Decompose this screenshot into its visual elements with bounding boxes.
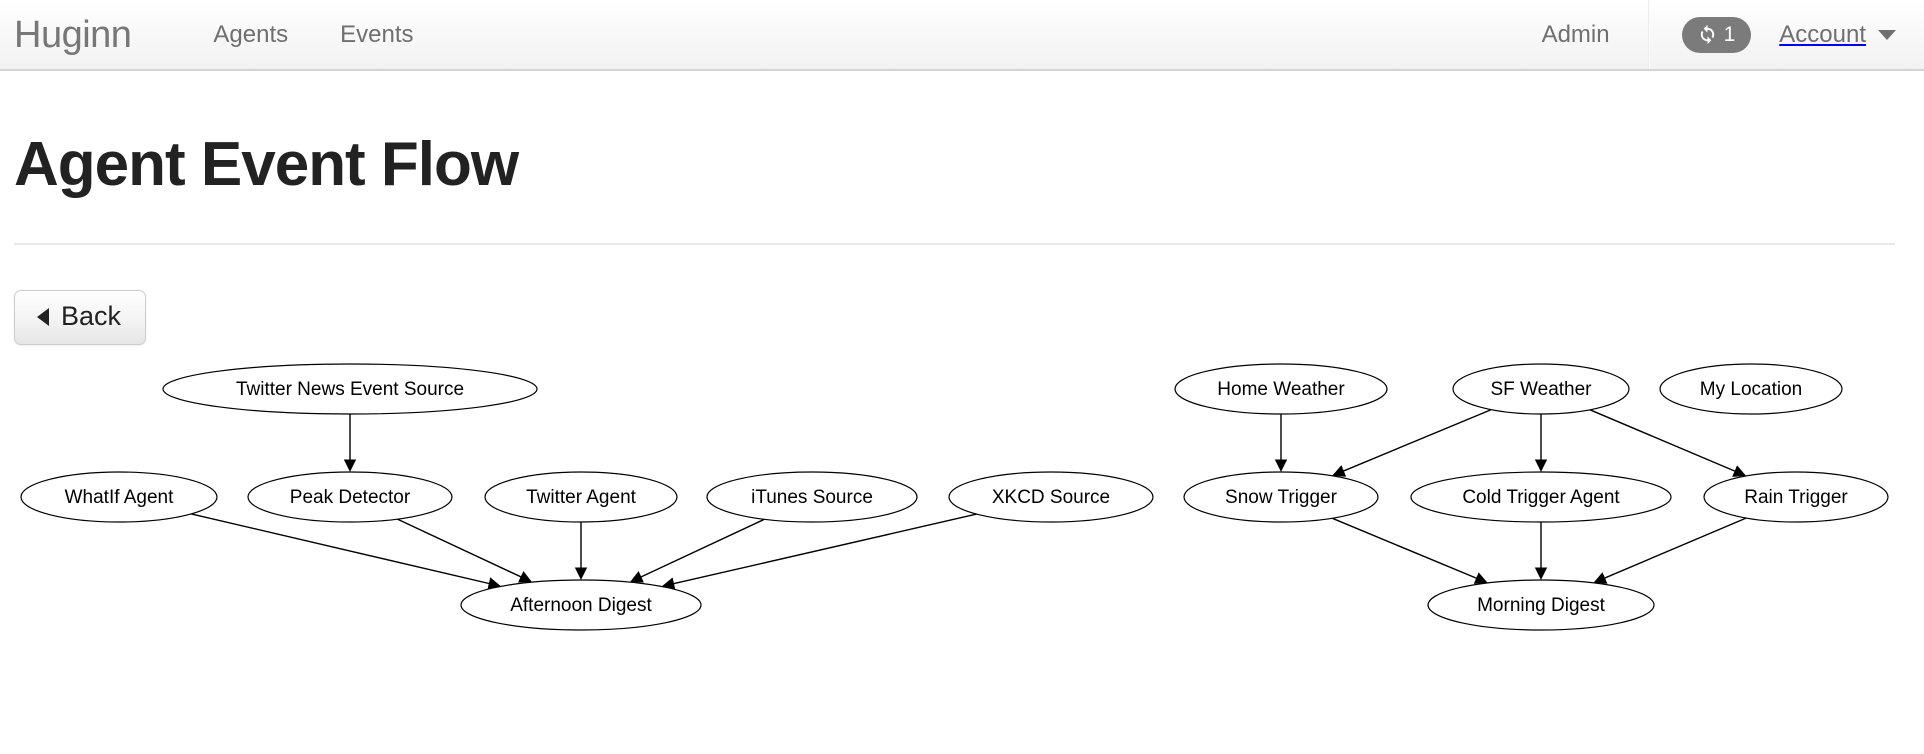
graph-node-sf_weather[interactable]: SF Weather <box>1452 363 1630 415</box>
graph-node-cold_trigger_agent[interactable]: Cold Trigger Agent <box>1410 471 1672 523</box>
graph-node-label: Twitter Agent <box>526 487 637 508</box>
graph-node-label: Home Weather <box>1217 379 1345 400</box>
graph-edge-sf_weather-to-snow_trigger <box>1332 409 1492 477</box>
graph-node-shape <box>948 471 1154 523</box>
worker-count: 1 <box>1723 22 1736 46</box>
graph-node-shape <box>1174 363 1388 415</box>
graph-node-label: WhatIf Agent <box>65 487 175 508</box>
graph-node-label: Afternoon Digest <box>510 595 652 616</box>
graph-node-whatif_agent[interactable]: WhatIf Agent <box>20 471 218 523</box>
account-menu[interactable]: Account <box>1769 20 1924 48</box>
chevron-left-icon <box>37 307 49 326</box>
graph-edge-snow_trigger-to-morning_digest <box>1331 517 1488 585</box>
graph-node-shape <box>1410 471 1672 523</box>
refresh-icon <box>1696 23 1719 46</box>
page-title: Agent Event Flow <box>14 130 519 199</box>
graph-edge-rain_trigger-to-morning_digest <box>1593 517 1747 584</box>
primary-nav: Agents Events <box>187 20 439 48</box>
graph-node-morning_digest[interactable]: Morning Digest <box>1427 579 1655 631</box>
nav-divider <box>1647 0 1650 69</box>
graph-node-my_location[interactable]: My Location <box>1659 363 1843 415</box>
graph-node-peak_detector[interactable]: Peak Detector <box>247 471 453 523</box>
graph-node-home_weather[interactable]: Home Weather <box>1174 363 1388 415</box>
graph-node-shape <box>484 471 678 523</box>
graph-node-shape <box>1183 471 1379 523</box>
graph-node-shape <box>460 579 702 631</box>
graph-edge-xkcd_source-to-afternoon_digest <box>661 513 977 590</box>
graph-node-shape <box>247 471 453 523</box>
graph-node-label: iTunes Source <box>751 487 873 508</box>
graph-node-shape <box>1703 471 1889 523</box>
graph-edge-peak_detector-to-afternoon_digest <box>397 518 533 583</box>
nav-link-admin[interactable]: Admin <box>1541 20 1610 48</box>
top-navbar: Huginn Agents Events Admin 1 Account <box>0 0 1924 71</box>
secondary-nav: Admin 1 Account <box>1508 0 1924 69</box>
title-divider <box>14 243 1895 246</box>
graph-node-twitter_news_event_source[interactable]: Twitter News Event Source <box>162 363 538 415</box>
nav-link-agents[interactable]: Agents <box>213 20 289 48</box>
graph-edge-whatif_agent-to-afternoon_digest <box>191 513 502 590</box>
graph-edge-itunes_source-to-afternoon_digest <box>629 518 765 583</box>
graph-node-snow_trigger[interactable]: Snow Trigger <box>1183 471 1379 523</box>
graph-edge-sf_weather-to-rain_trigger <box>1589 409 1747 478</box>
graph-node-afternoon_digest[interactable]: Afternoon Digest <box>460 579 702 631</box>
nav-link-events[interactable]: Events <box>340 20 414 48</box>
graph-node-label: Cold Trigger Agent <box>1462 487 1620 508</box>
graph-node-rain_trigger[interactable]: Rain Trigger <box>1703 471 1889 523</box>
graph-node-shape <box>20 471 218 523</box>
graph-node-itunes_source[interactable]: iTunes Source <box>706 471 918 523</box>
graph-node-label: Twitter News Event Source <box>236 379 464 400</box>
graph-node-label: Snow Trigger <box>1225 487 1338 508</box>
graph-node-label: My Location <box>1700 379 1802 400</box>
graph-node-xkcd_source[interactable]: XKCD Source <box>948 471 1154 523</box>
graph-node-label: Peak Detector <box>290 487 411 508</box>
back-button[interactable]: Back <box>14 290 147 346</box>
page-container: Agent Event Flow Back <box>0 130 1924 346</box>
graph-node-label: Morning Digest <box>1477 595 1605 616</box>
graph-node-shape <box>1452 363 1630 415</box>
graph-node-shape <box>1427 579 1655 631</box>
graph-node-shape <box>1659 363 1843 415</box>
caret-down-icon <box>1878 29 1896 40</box>
worker-status-badge[interactable]: 1 <box>1681 16 1752 53</box>
account-menu-label: Account <box>1779 20 1866 48</box>
graph-edge-layer <box>191 409 1747 590</box>
graph-node-shape <box>706 471 918 523</box>
graph-node-label: Rain Trigger <box>1744 487 1848 508</box>
graph-node-label: SF Weather <box>1490 379 1592 400</box>
back-button-label: Back <box>61 301 122 332</box>
graph-node-label: XKCD Source <box>992 487 1110 508</box>
graph-node-shape <box>162 363 538 415</box>
graph-node-twitter_agent[interactable]: Twitter Agent <box>484 471 678 523</box>
brand-logo[interactable]: Huginn <box>14 13 132 56</box>
